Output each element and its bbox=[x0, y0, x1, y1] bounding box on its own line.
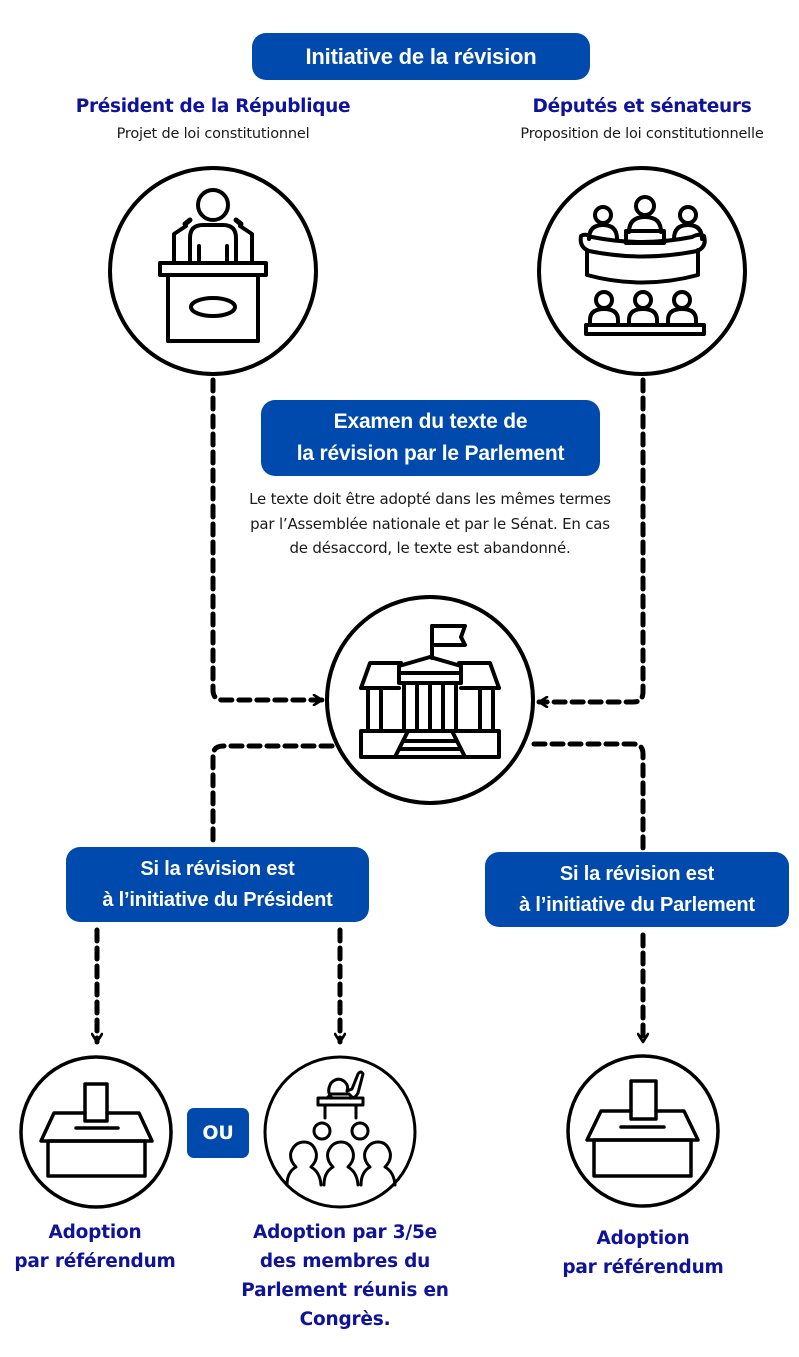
caption-line: Adoption bbox=[596, 1228, 690, 1249]
branch-president-box: Si la révision est à l’initiative du Pré… bbox=[66, 847, 369, 922]
examination-title-line: la révision par le Parlement bbox=[296, 442, 565, 465]
ballot-box-icon bbox=[566, 1054, 720, 1208]
parliament-building-icon bbox=[325, 595, 535, 805]
referendum-caption-right: Adoption par référendum bbox=[548, 1224, 738, 1282]
president-podium-icon bbox=[108, 166, 318, 376]
congress-assembly-icon bbox=[263, 1055, 417, 1209]
caption-line: Adoption par 3/5e bbox=[253, 1222, 437, 1243]
examination-box: Examen du texte de la révision par le Pa… bbox=[261, 400, 600, 476]
initiative-header-title: Initiative de la révision bbox=[305, 43, 537, 69]
branch-parlement-title-line: à l’initiative du Parlement bbox=[519, 893, 755, 916]
connector-parliament-to-parlement-branch bbox=[531, 741, 646, 854]
branch-president-title-line: Si la révision est bbox=[140, 857, 295, 880]
assembly-icon bbox=[537, 166, 747, 376]
connector-parliament-to-president-branch bbox=[210, 743, 335, 849]
ballot-box-icon bbox=[19, 1055, 173, 1209]
president-subtitle: Projet de loi constitutionnel bbox=[116, 126, 310, 142]
president-title: Président de la République bbox=[75, 96, 351, 117]
or-separator-label: OU bbox=[202, 1122, 234, 1144]
initiative-header-badge: Initiative de la révision bbox=[252, 33, 590, 80]
or-separator-badge: OU bbox=[187, 1108, 249, 1158]
caption-line: Adoption bbox=[48, 1222, 142, 1243]
branch-parlement-title-line: Si la révision est bbox=[559, 862, 715, 885]
caption-line: des membres du bbox=[259, 1251, 431, 1272]
branch-parlement-box: Si la révision est à l’initiative du Par… bbox=[485, 852, 789, 927]
caption-line: Parlement réunis en bbox=[241, 1280, 449, 1301]
deputies-subtitle: Proposition de loi constitutionnelle bbox=[520, 126, 764, 142]
referendum-caption-left: Adoption par référendum bbox=[0, 1218, 190, 1276]
examination-title-line: Examen du texte de bbox=[333, 410, 528, 433]
branch-president-title-line: à l’initiative du Président bbox=[102, 888, 333, 911]
congress-caption: Adoption par 3/5e des membres du Parleme… bbox=[225, 1218, 465, 1334]
caption-line: Congrès. bbox=[299, 1309, 391, 1330]
examination-description: Le texte doit être adopté dans les mêmes… bbox=[249, 490, 611, 557]
caption-line: par référendum bbox=[562, 1257, 724, 1278]
caption-line: par référendum bbox=[14, 1251, 176, 1272]
deputies-title: Députés et sénateurs bbox=[532, 96, 752, 117]
